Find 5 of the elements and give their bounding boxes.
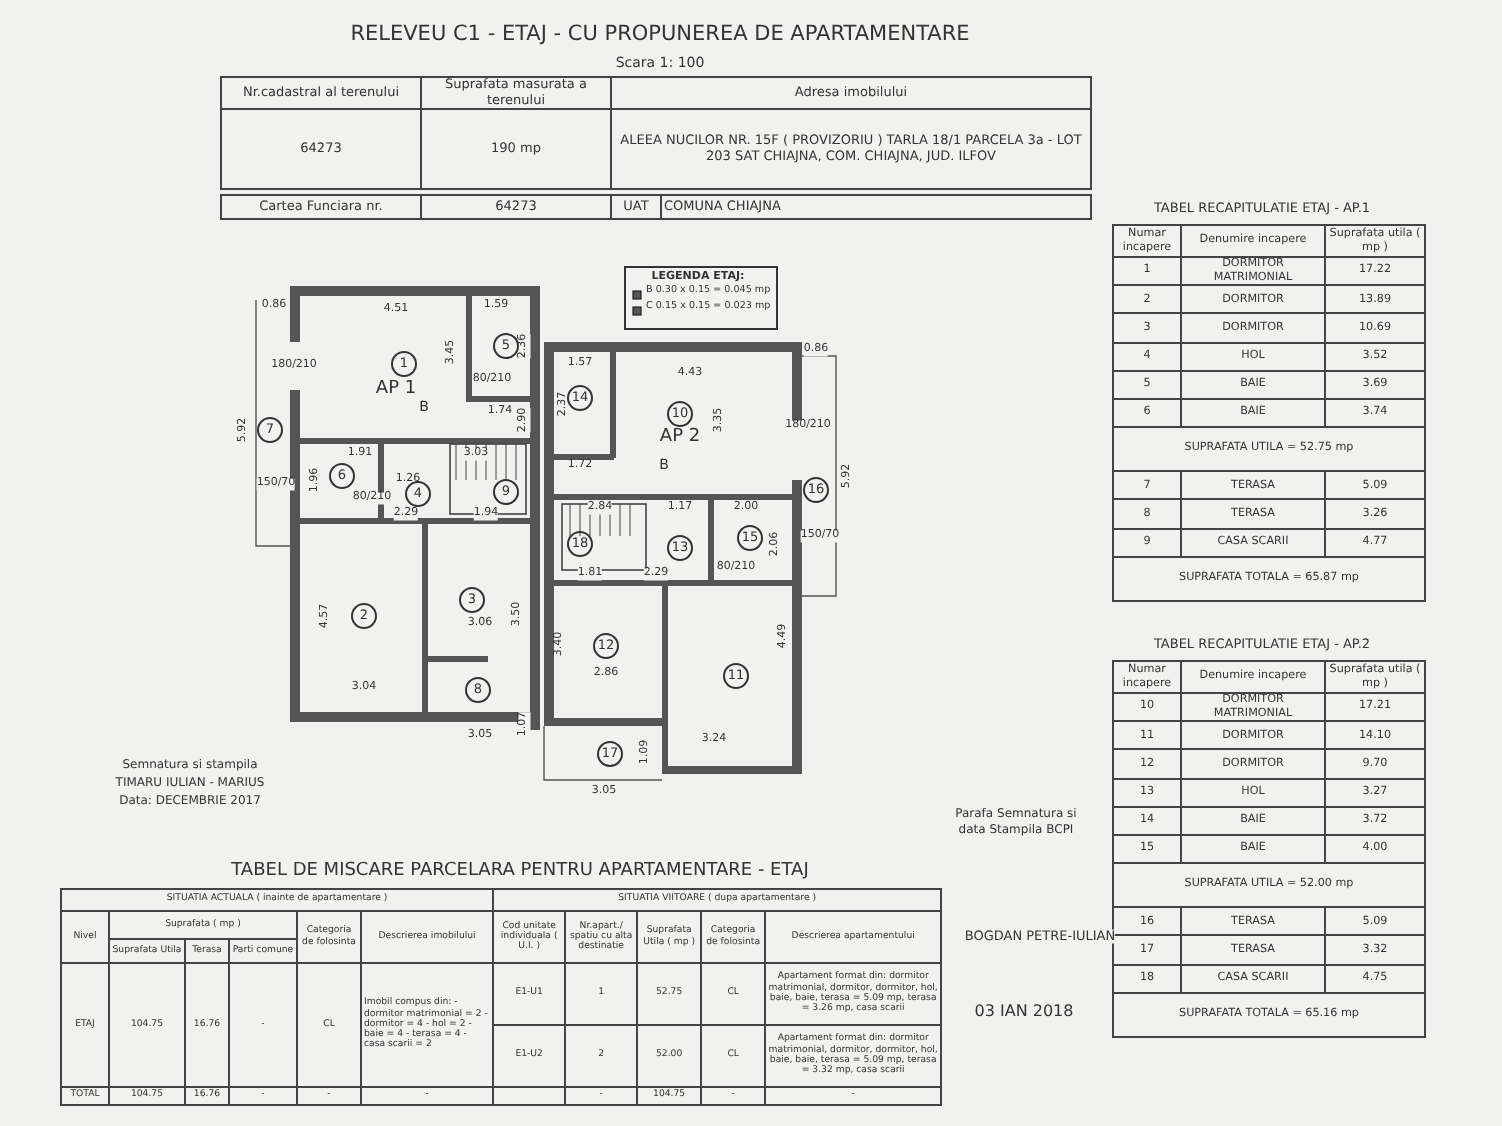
apartment-label: AP 1 [375, 381, 417, 399]
stamp-date: 03 IAN 2018 [974, 1004, 1074, 1020]
apartment-label: AP 2 [659, 429, 701, 447]
plan-title: RELEVEU C1 - ETAJ - CU PROPUNEREA DE APARTAMENTARE [350, 23, 970, 45]
table-title: TABEL DE MISCARE PARCELARA PENTRU APARTAMENTARE - ETAJ [231, 863, 809, 881]
